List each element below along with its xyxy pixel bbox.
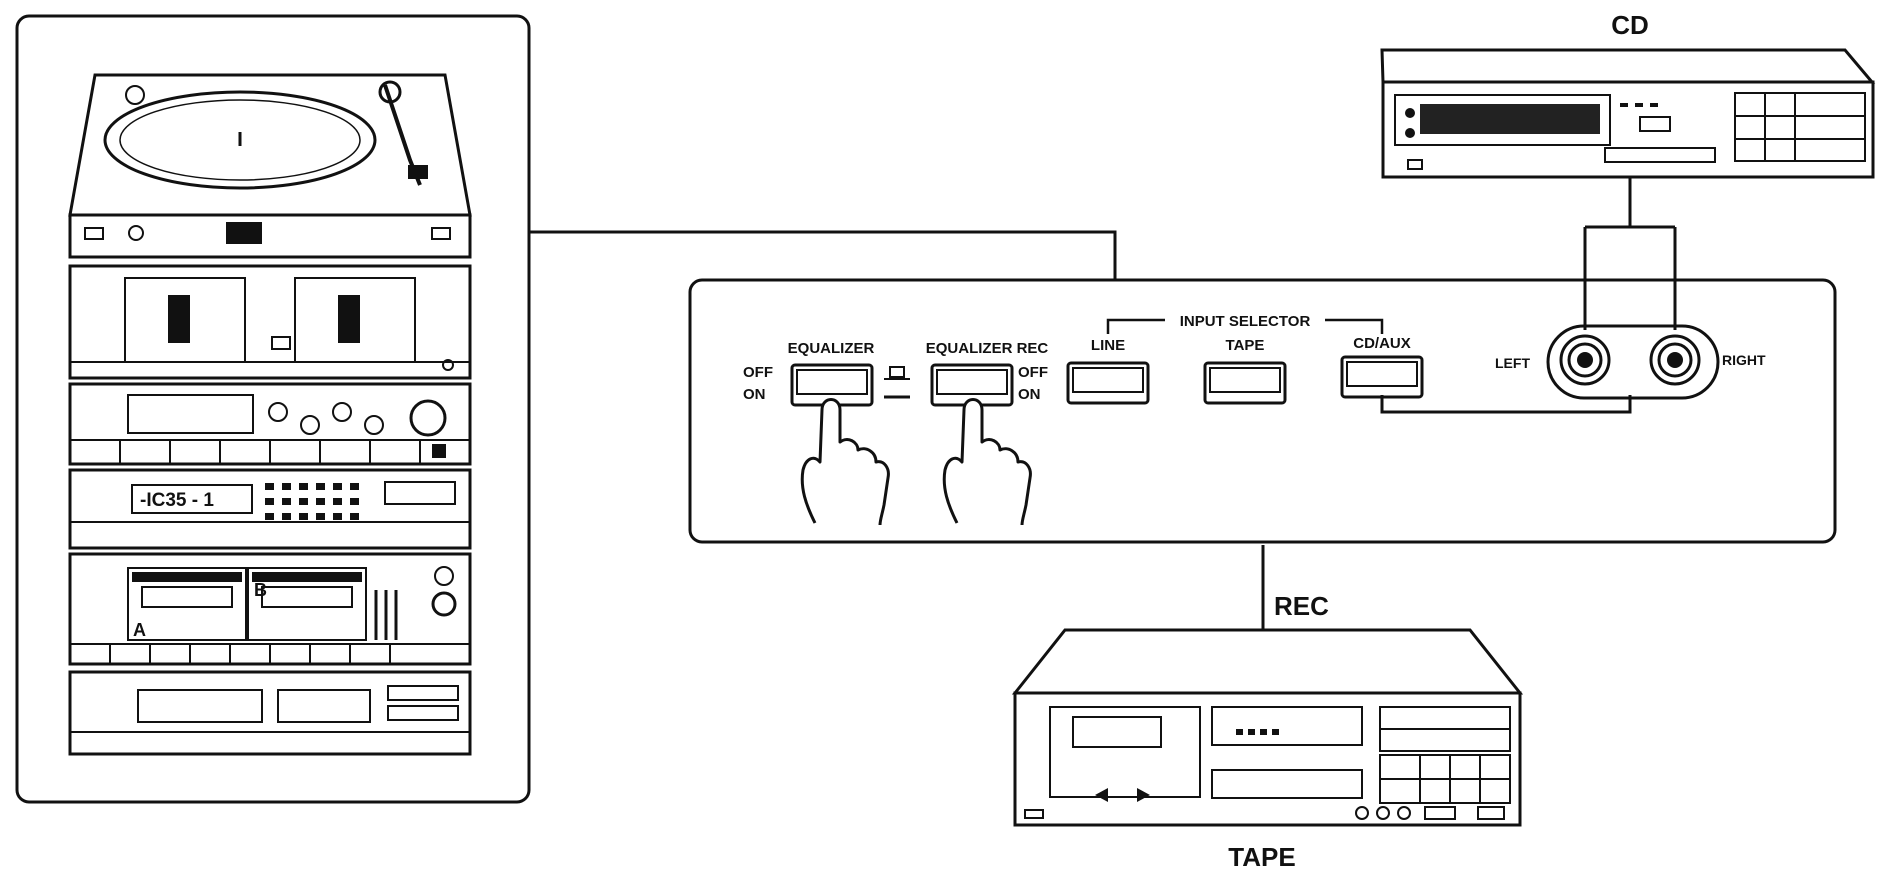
right-jack-label: RIGHT [1722, 352, 1766, 368]
input-selector-label: INPUT SELECTOR [1180, 313, 1311, 330]
rack-frame [15, 14, 531, 804]
panel-frame [688, 278, 1837, 544]
equalizer-off-label: OFF [743, 364, 773, 381]
rack-label-b: B [254, 580, 267, 600]
pointing-hand-icon [800, 398, 1032, 526]
equalizer-rec-off-label: OFF [1018, 364, 1048, 381]
tape-label: TAPE [1228, 842, 1295, 870]
line-button[interactable] [1066, 361, 1150, 405]
stereo-rack-system: -IC35 - 1 A B [15, 14, 531, 804]
tuner-display-text: -IC35 - 1 [140, 490, 214, 511]
rack-label-a: A [133, 620, 146, 640]
cd-aux-button[interactable] [1340, 355, 1424, 399]
equalizer-rec-on-label: ON [1018, 386, 1041, 403]
wire-cd-to-panel [1583, 178, 1677, 330]
rec-label: REC [1274, 591, 1329, 621]
rack-unit-bottom [68, 670, 472, 756]
front-panel: INPUT SELECTOR EQUALIZER OFF ON EQUALIZE… [688, 278, 1837, 544]
right-input-jack[interactable] [1649, 334, 1701, 386]
left-jack-label: LEFT [1495, 355, 1530, 371]
wire-rack-to-panel [529, 230, 1117, 280]
tape-deck: REC TAPE [1011, 591, 1524, 870]
cd-aux-label: CD/AUX [1353, 335, 1411, 352]
rack-unit-tuner: -IC35 - 1 [68, 468, 472, 550]
equalizer-rec-label: EQUALIZER REC [926, 340, 1049, 357]
rack-unit-double-cassette: A B [68, 552, 472, 666]
rack-unit-cassette-top [68, 264, 472, 380]
equalizer-on-label: ON [743, 386, 766, 403]
turntable [68, 73, 472, 259]
connection-wires [529, 178, 1677, 630]
left-input-jack[interactable] [1559, 334, 1611, 386]
cd-aux-bracket [1380, 395, 1632, 414]
cd-player: CD [1380, 10, 1876, 179]
tape-selector-label: TAPE [1226, 337, 1265, 354]
tape-button[interactable] [1203, 361, 1287, 405]
line-label: LINE [1091, 337, 1125, 354]
equalizer-label: EQUALIZER [788, 340, 875, 357]
rack-unit-amplifier [68, 382, 472, 466]
push-state-icon [884, 366, 910, 399]
cd-label: CD [1611, 10, 1649, 40]
